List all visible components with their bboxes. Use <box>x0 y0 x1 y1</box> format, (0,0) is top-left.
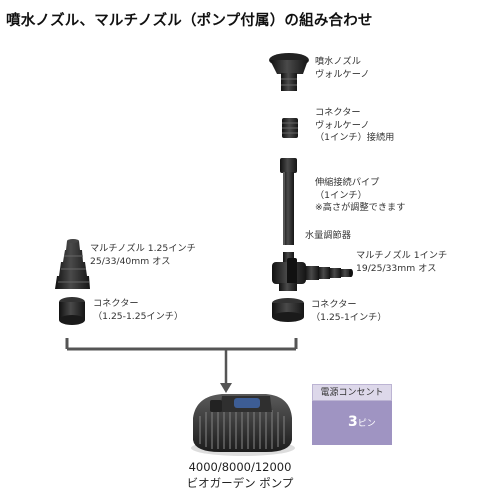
multi-nozzle-125-label: マルチノズル 1.25インチ 25/33/40mm オス <box>90 243 196 267</box>
assembly-bracket <box>65 338 298 351</box>
page-title: 噴水ノズル、マルチノズル（ポンプ付属）の組み合わせ <box>6 13 373 29</box>
fountain-nozzle-label: 噴水ノズル ヴォルケーノ <box>315 56 370 80</box>
extension-pipe-label: 伸縮接続パイプ （1インチ） ※高さが調整できます <box>315 177 406 213</box>
pin-count: 3ピン <box>348 414 376 430</box>
connector-1in-label: コネクター （1.25-1インチ） <box>311 299 387 323</box>
multi-nozzle-1in-label: マルチノズル 1インチ 19/25/33mm オス <box>356 250 448 274</box>
pump-caption: 4000/8000/12000 ビオガーデン ポンプ <box>160 459 320 491</box>
power-outlet-badge-title: 電源コンセント <box>312 384 392 401</box>
multi-nozzle-1in-image <box>305 266 353 280</box>
connector-125-image <box>59 297 85 325</box>
connector-volcano-image <box>282 118 298 138</box>
power-outlet-badge <box>312 401 392 445</box>
connector-volcano-label: コネクター ヴォルケーノ （1インチ）接続用 <box>315 107 395 143</box>
multi-nozzle-125-image <box>55 239 90 289</box>
fountain-nozzle-image <box>269 53 309 91</box>
connector-1in-image <box>272 298 304 322</box>
pump-models: 4000/8000/12000 <box>188 460 292 474</box>
connector-125-label: コネクター （1.25-1.25インチ） <box>93 298 184 322</box>
flow-regulator-label: 水量調節器 <box>305 230 351 241</box>
down-arrow-icon <box>220 350 232 393</box>
flow-regulator-image <box>272 252 306 291</box>
extension-pipe-image <box>280 158 297 245</box>
pump-name: ビオガーデン ポンプ <box>186 476 294 490</box>
pump-image <box>191 394 295 456</box>
